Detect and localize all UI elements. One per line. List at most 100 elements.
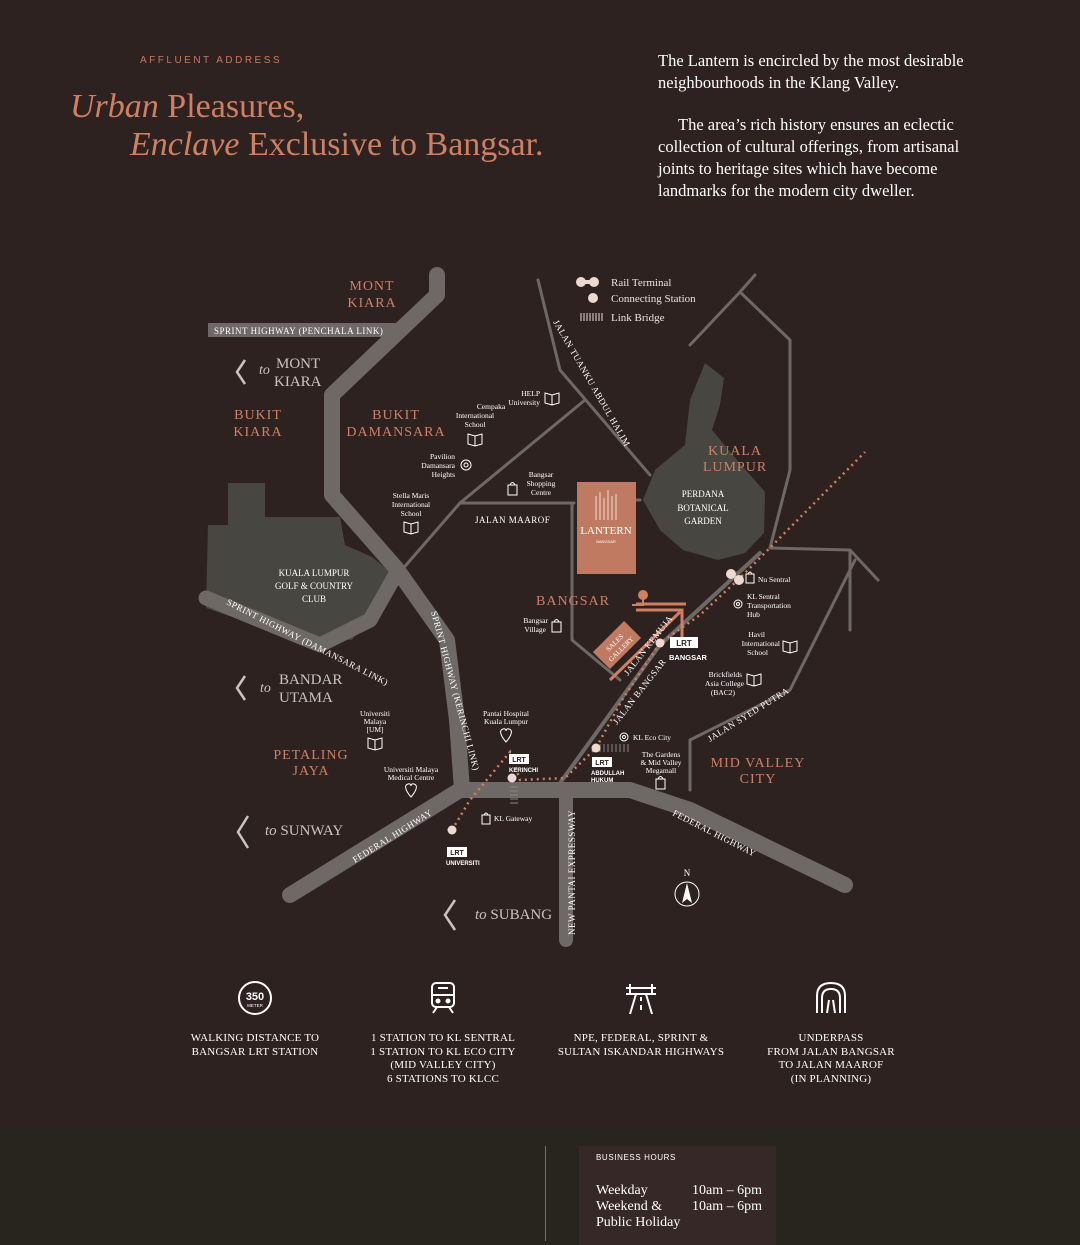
place-kl-gateway: KL Gateway (494, 814, 532, 823)
place-havil-3: School (747, 648, 768, 657)
hospital-heart-icon (405, 783, 417, 798)
legend-rail-terminal: Rail Terminal (611, 277, 671, 289)
place-brickfields-2: Asia College (705, 679, 745, 688)
book-icon (467, 433, 483, 447)
place-ummc-1: Universiti Malaya (384, 765, 439, 774)
connecting-station-icon (588, 293, 598, 303)
park-perdana-2: BOTANICAL (677, 503, 728, 513)
place-kl-sentral-3: Hub (747, 610, 760, 619)
headline-emphasis-2: Enclave (130, 126, 240, 163)
landmark-icon (733, 599, 743, 609)
feature-stations-text: 1 STATION TO KL SENTRAL 1 STATION TO KL … (370, 1032, 516, 1085)
place-bangsar-shopping-2: Shopping (527, 479, 556, 488)
location-map: LANTERN BANGSAR SALES GALLERY Rail Termi… (198, 267, 880, 947)
road-label-jalan-maarof: JALAN MAAROF (475, 515, 550, 525)
station-bangsar-badge (670, 637, 698, 648)
perdana-garden-park (643, 363, 765, 560)
compass-north-icon: N (674, 868, 700, 907)
headline-rest-2: Exclusive to Bangsar. (239, 126, 544, 163)
chevron-left-icon (236, 815, 250, 849)
place-bangsar-shopping-3: Centre (531, 488, 552, 497)
station-universiti-name: UNIVERSITI (446, 861, 480, 867)
place-cempaka-2: International (456, 411, 494, 420)
badge-350-unit: METER (247, 1003, 264, 1008)
headline-emphasis-1: Urban (70, 88, 159, 125)
place-gardens-3: Megamall (646, 766, 676, 775)
station-abdullah-badge-text: LRT (595, 760, 609, 767)
direction-subang-to: to (475, 907, 487, 923)
place-brickfields-3: (BAC2) (711, 688, 736, 697)
feature-stations: 1 STATION TO KL SENTRAL 1 STATION TO KL … (343, 978, 543, 1086)
station-kerinchi-name: KERINCHI (509, 768, 538, 774)
station-abdullah-name-2: HUKUM (591, 778, 613, 784)
jalan-kemuja-pink (608, 610, 682, 682)
nu-sentral-terminal-icon (726, 569, 736, 579)
federal-highway-road (282, 782, 853, 903)
hours-time: 10am – 6pm (692, 1199, 762, 1214)
book-icon (544, 392, 560, 406)
place-kl-sentral-2: Transportation (747, 601, 791, 610)
damansara-road (458, 398, 587, 505)
road-label-new-pantai: NEW PANTAI EXPRESSWAY (567, 810, 577, 935)
station-universiti-dot (447, 825, 457, 835)
landmark-icon (619, 732, 629, 742)
jalan-maarof-road (398, 501, 576, 574)
direction-to-mont-kiara: to (259, 363, 270, 378)
section-eyebrow: AFFLUENT ADDRESS (140, 55, 283, 66)
jalan-syed-putra-road (688, 558, 857, 792)
book-icon (403, 521, 419, 535)
jalan-bangsar-road (553, 551, 762, 792)
sprint-penchala-road (324, 267, 470, 798)
jalan-kemuja-road (570, 503, 622, 682)
book-icon (746, 673, 762, 687)
chevron-left-icon (235, 359, 247, 385)
intro-paragraph-1: The Lantern is encircled by the most des… (658, 51, 964, 92)
chevron-left-icon (235, 675, 247, 701)
direction-mont-kiara-1: MONT (276, 356, 320, 372)
area-petaling-jaya-2: JAYA (293, 764, 330, 779)
book-icon (782, 640, 798, 654)
direction-to-bandar-utama: to (260, 681, 271, 696)
place-stella-1: Stella Maris (393, 491, 430, 500)
road-label-jalan-bangsar: JALAN BANGSAR (611, 657, 668, 726)
page-headline: Urban Pleasures, Enclave Exclusive to Ba… (70, 88, 544, 164)
feature-underpass-text: UNDERPASS FROM JALAN BANGSAR TO JALAN MA… (767, 1032, 895, 1085)
sales-gallery-road (636, 608, 684, 640)
feature-highways: NPE, FEDERAL, SPRINT & SULTAN ISKANDAR H… (541, 978, 741, 1059)
feature-walking-text: WALKING DISTANCE TO BANGSAR LRT STATION (190, 1032, 320, 1058)
direction-mont-kiara-2: KIARA (274, 374, 322, 390)
kl-north-road (738, 273, 757, 294)
area-bukit-damansara-2: DAMANSARA (346, 425, 445, 440)
place-cempaka-3: School (465, 420, 486, 429)
park-perdana-1: PERDANA (682, 489, 725, 499)
place-kl-sentral-1: KL Sentral (747, 592, 780, 601)
lantern-name-label: LANTERN (580, 525, 631, 537)
hours-day: Weekday (596, 1183, 648, 1198)
place-pantai-2: Kuala Lumpur (484, 717, 528, 726)
golf-club-park (206, 483, 398, 640)
place-stella-3: School (401, 509, 422, 518)
area-petaling-jaya: PETALING (273, 748, 348, 763)
station-universiti-badge-text: LRT (450, 850, 464, 857)
hours-day: Weekend & Public Holiday (596, 1199, 681, 1230)
place-pavilion-2: Damansara (421, 461, 455, 470)
lantern-site-block (577, 482, 636, 574)
legend-connecting-station: Connecting Station (611, 293, 696, 305)
place-ummc-2: Medical Centre (388, 773, 435, 782)
feature-walking-distance: 350 METER WALKING DISTANCE TO BANGSAR LR… (155, 978, 355, 1059)
direction-subang: to SUBANG (475, 907, 552, 923)
train-icon (343, 978, 543, 1018)
shopping-bag-icon (507, 482, 518, 496)
place-gardens-2: & Mid Valley (640, 758, 681, 767)
place-havil-1: Havil (748, 630, 765, 639)
area-kuala-lumpur-2: LUMPUR (703, 460, 767, 475)
lantern-sub-label: BANGSAR (596, 539, 616, 544)
place-gardens-1: The Gardens (642, 750, 681, 759)
legend-link-bridge: Link Bridge (611, 312, 665, 324)
hospital-heart-icon (500, 728, 512, 743)
sprint-damansara-road (198, 566, 404, 653)
area-bukit-kiara: BUKIT (234, 408, 282, 423)
station-bangsar-badge-text: LRT (676, 639, 692, 648)
station-bangsar-dot (655, 638, 665, 648)
